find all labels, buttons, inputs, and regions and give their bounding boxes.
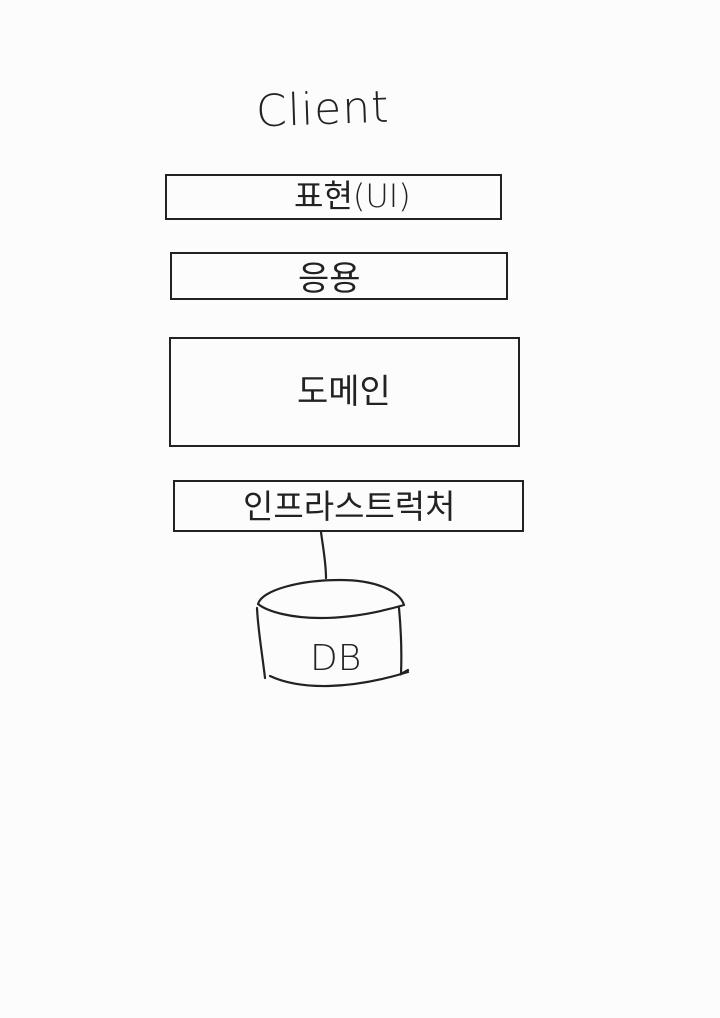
infrastructure-layer-label: 인프라스트럭처: [243, 487, 456, 526]
infra-db-connector: [319, 530, 328, 580]
database-cylinder-bottom: [268, 670, 410, 688]
database-cylinder-top: [256, 578, 406, 620]
infrastructure-layer-box: 인프라스트럭처: [173, 480, 524, 532]
presentation-layer-label: 표현(UI): [294, 177, 411, 215]
domain-layer-label: 도메인: [297, 372, 391, 412]
presentation-layer-box: 표현(UI): [165, 174, 502, 220]
application-layer-box: 응용: [170, 252, 508, 300]
database-cylinder-right: [397, 606, 410, 676]
application-layer-label: 응용: [298, 259, 361, 299]
domain-layer-box: 도메인: [169, 337, 520, 447]
database-cylinder-left: [255, 606, 267, 680]
database-label: DB: [310, 638, 362, 679]
